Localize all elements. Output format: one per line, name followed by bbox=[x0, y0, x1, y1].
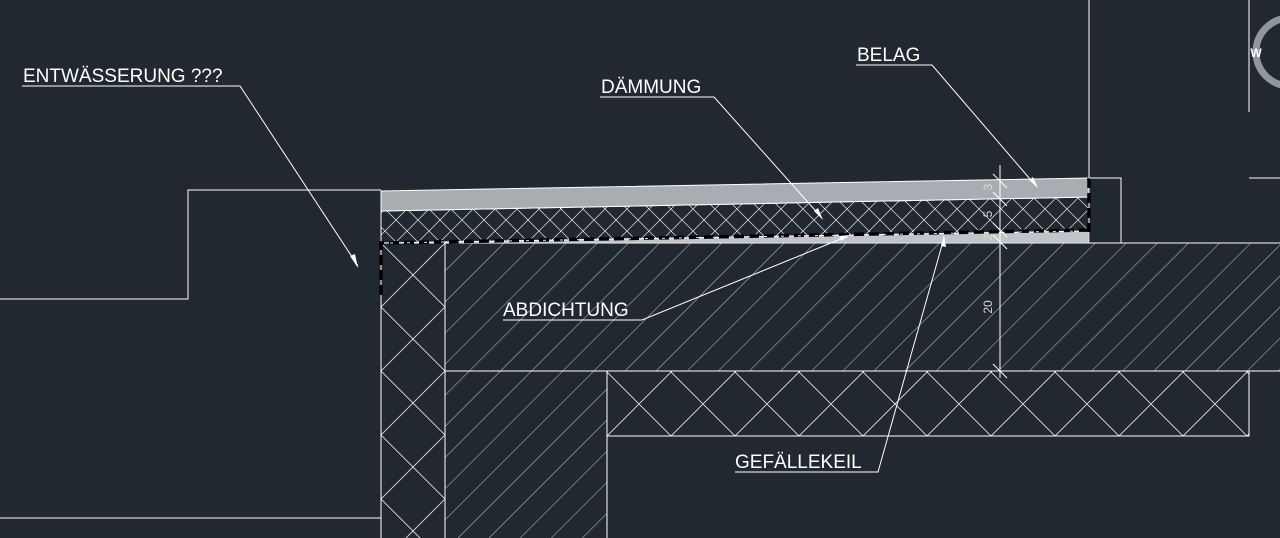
label-belag: BELAG bbox=[857, 45, 920, 66]
label-gefaellekeil: GEFÄLLEKEIL bbox=[735, 452, 862, 473]
threshold-frame bbox=[1089, 177, 1122, 243]
label-entwaesserung: ENTWÄSSERUNG ??? bbox=[23, 66, 223, 87]
label-abdichtung: ABDICHTUNG bbox=[503, 300, 629, 321]
concrete-slab bbox=[444, 242, 1280, 372]
dimension-decke: 20 bbox=[981, 300, 995, 314]
dimension-ticks bbox=[992, 173, 1008, 379]
dimension-belag: 3 bbox=[981, 183, 995, 190]
concrete-column bbox=[444, 370, 608, 538]
existing-wall-outline bbox=[0, 189, 381, 300]
dimension-gefaelle: 2 bbox=[981, 233, 995, 240]
compass-letter-w[interactable]: W bbox=[1250, 46, 1262, 60]
leader-lines bbox=[22, 64, 1037, 473]
leader-arrows bbox=[350, 177, 1038, 268]
vertical-insulation bbox=[380, 242, 446, 538]
waterproofing-membrane bbox=[379, 178, 1091, 295]
viewcube-compass[interactable]: W bbox=[1250, 15, 1280, 89]
compass-ring[interactable] bbox=[1252, 15, 1280, 89]
ceiling-insulation bbox=[606, 370, 1250, 437]
dimension-daemmung: 5 bbox=[981, 210, 995, 217]
label-daemmung: DÄMMUNG bbox=[601, 77, 701, 98]
